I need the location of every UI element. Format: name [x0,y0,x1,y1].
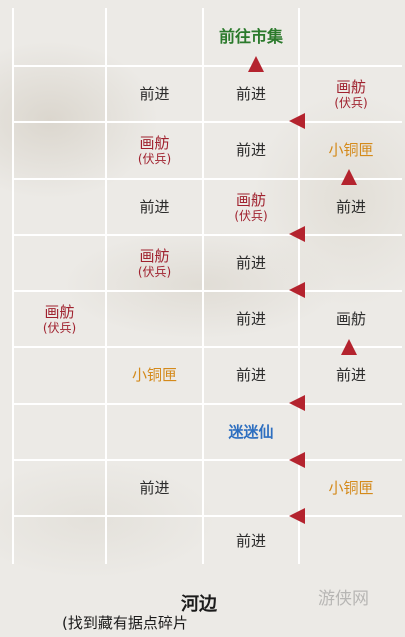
map-cell: 小铜匣 [300,461,402,517]
route-map-grid: 前往市集前进前进画舫(伏兵)画舫(伏兵)前进小铜匣前进画舫(伏兵)前进画舫(伏兵… [12,8,402,564]
arrow-left-icon [289,113,305,129]
cell-label: 小铜匣 [131,366,177,385]
cell-label: 前进 [139,85,170,104]
map-cell: 前进 [107,67,204,124]
map-cell: 小铜匣 [107,348,204,405]
cell-label: 前往市集 [218,26,283,46]
map-cell [12,348,107,405]
map-cell: 迷迷仙 [204,404,300,461]
map-title: 河边 [181,594,217,615]
watermark-logo: 游侠网 [318,589,369,609]
map-cell [12,460,107,517]
map-cell: 前进 [300,348,402,405]
map-cell: 画舫(伏兵) [107,235,204,292]
cell-label: 前进 [235,253,266,272]
map-cell: 画舫(伏兵) [204,179,300,236]
arrow-up-icon [248,56,264,72]
map-cell [300,8,402,67]
map-cell [12,123,107,180]
map-cell [12,8,107,67]
cell-sublabel: (伏兵) [42,321,77,336]
cell-label: 前进 [235,85,266,104]
map-cell [12,404,107,461]
map-cell: 前进 [204,292,300,349]
cell-label: 小铜匣 [328,141,374,160]
map-cell [107,404,204,461]
cell-label: 前进 [235,310,266,329]
map-cell [300,405,402,461]
arrow-up-icon [341,169,357,185]
cell-label: 画舫 [235,190,266,209]
map-cell: 前进 [107,460,204,517]
map-subtitle: (找到藏有据点碎片 [62,614,188,632]
cell-sublabel: (伏兵) [137,264,172,279]
map-cell [12,67,107,124]
arrow-up-icon [341,339,357,355]
arrow-left-icon [289,508,305,524]
map-cell [12,179,107,236]
map-cell: 前进 [204,348,300,405]
cell-label: 前进 [235,366,266,385]
cell-sublabel: (伏兵) [334,96,368,111]
map-cell [204,460,300,517]
map-cell [107,292,204,349]
cell-label: 前进 [235,141,266,160]
map-cell [12,235,107,292]
map-cell: 前进 [204,517,300,564]
map-cell [107,8,204,67]
map-cell: 前进 [204,235,300,292]
arrow-left-icon [289,452,305,468]
arrow-left-icon [289,395,305,411]
cell-sublabel: (伏兵) [234,208,268,223]
cell-label: 前进 [139,478,170,497]
map-cell [300,517,402,564]
cell-sublabel: (伏兵) [137,152,172,167]
cell-label: 前进 [235,531,266,550]
cell-label: 画舫 [44,303,75,322]
cell-label: 画舫 [335,310,366,329]
ink-smudge [0,460,220,580]
map-cell: 前进 [107,179,204,236]
cell-label: 迷迷仙 [228,422,274,441]
arrow-left-icon [289,282,305,298]
cell-label: 前进 [139,197,170,216]
cell-label: 前进 [335,197,366,216]
cell-label: 画舫 [139,134,170,153]
cell-label: 小铜匣 [328,478,374,497]
ink-smudge [250,90,405,310]
cell-label: 前进 [335,366,366,385]
map-cell: 画舫(伏兵) [107,123,204,180]
arrow-left-icon [289,226,305,242]
cell-label: 画舫 [139,246,170,265]
map-cell [300,236,402,292]
map-cell: 前进 [300,180,402,236]
map-cell [12,517,107,564]
map-cell: 前进 [204,123,300,180]
map-cell: 画舫(伏兵) [300,67,402,124]
map-cell: 画舫(伏兵) [12,292,107,349]
map-cell [107,517,204,564]
cell-label: 画舫 [335,78,366,97]
map-cell: 前进 [204,67,300,124]
